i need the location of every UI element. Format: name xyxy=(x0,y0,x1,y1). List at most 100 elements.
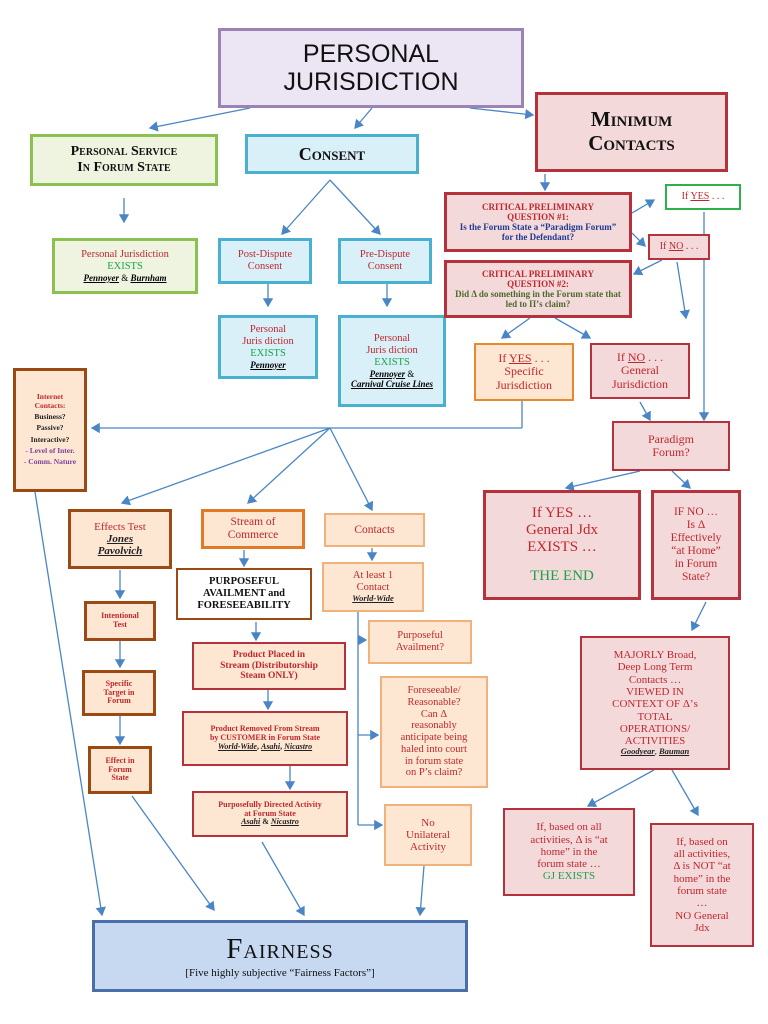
majorly-line8: ACTIVITIES xyxy=(624,735,686,748)
athome-yes-line3: home” in the xyxy=(540,845,598,858)
gj-line4: THE END xyxy=(530,567,594,584)
pj-exists-service-box: Personal Jurisdiction EXISTS Pennoyer & … xyxy=(52,238,198,294)
critical-question-2-box: CRITICAL PRELIMINARY QUESTION #2: Did Δ … xyxy=(444,260,632,318)
internet-line2: Contacts: xyxy=(34,400,66,410)
arrow-title-consent xyxy=(354,107,373,129)
stream-line1: Stream of xyxy=(230,516,276,529)
arrow-branch-effects xyxy=(120,427,331,506)
case-jones: Jones xyxy=(106,532,134,545)
fs-line4: reasonably xyxy=(411,720,457,732)
title-line1: PERSONAL xyxy=(302,40,440,68)
stream-line2: Commerce xyxy=(227,529,279,541)
consent-box: Consent xyxy=(245,134,419,174)
pf-line2: AVAILMENT and xyxy=(203,588,285,600)
internet-level: - Level of Inter. xyxy=(25,446,75,456)
purposeful-foreseeability-box: PURPOSEFUL AVAILMENT and FORESEEABILITY xyxy=(176,568,312,620)
if-yes-small-text: If YES . . . xyxy=(681,191,725,203)
gj-line2: General Jdx xyxy=(525,522,599,539)
intentional-test-box: Intentional Test xyxy=(84,601,156,641)
gj-line3: EXISTS … xyxy=(527,539,597,555)
fairness-title: Fairness xyxy=(226,932,334,965)
arrow-cq2-general xyxy=(554,317,592,339)
arrow-internet-fairness xyxy=(34,491,106,917)
case-carnival: Carnival Cruise Lines xyxy=(350,378,433,389)
pj-post-case: Pennoyer xyxy=(250,359,286,370)
arrow-effect-fairness xyxy=(131,795,215,912)
removed-line1: Product Removed From Stream xyxy=(210,724,320,734)
pj-pre-cases: Pennoyer & xyxy=(370,369,415,379)
athome-no-line8: Jdx xyxy=(694,921,710,934)
intentional-line1: Intentional xyxy=(101,611,139,621)
stream-of-commerce-box: Stream of Commerce xyxy=(201,509,305,549)
target-line3: Forum xyxy=(107,696,131,706)
pre-dispute-line1: Pre-Dispute xyxy=(359,249,411,261)
pj-pre-line1: Personal xyxy=(373,333,411,345)
if-no-at-home-box: IF NO … Is Δ Effectively “at Home” in Fo… xyxy=(651,490,741,600)
pre-dispute-box: Pre-Dispute Consent xyxy=(338,238,432,284)
athome-no-line4: home” in the xyxy=(673,872,731,885)
internet-nature: - Comm. Nature xyxy=(23,457,77,467)
unilateral-line1: No xyxy=(421,816,435,829)
consent-label: Consent xyxy=(298,143,366,164)
fs-line2: Reasonable? xyxy=(407,696,461,708)
fairness-subtitle: [Five highly subjective “Fairness Factor… xyxy=(185,967,375,980)
cq2-line1: CRITICAL PRELIMINARY xyxy=(482,268,594,279)
internet-passive: Passive? xyxy=(36,423,64,433)
pre-dispute-line2: Consent xyxy=(367,261,403,272)
pa-line2: Availment? xyxy=(395,642,445,653)
cq1-line1: CRITICAL PRELIMINARY xyxy=(482,201,594,212)
arrow-consent-post xyxy=(281,179,331,235)
pj-exists-pre-box: Personal Juris diction EXISTS Pennoyer &… xyxy=(338,315,446,407)
if-yes-small-box: If YES . . . xyxy=(665,184,741,210)
placed-line3: Steam ONLY) xyxy=(240,671,298,682)
pj-service-cases: Pennoyer & Burnham xyxy=(83,273,166,283)
paradigm-forum-box: Paradigm Forum? xyxy=(612,421,730,471)
arrow-unilateral-fairness xyxy=(415,865,426,917)
majorly-line6: TOTAL xyxy=(637,710,673,723)
atleast-line1: At least 1 xyxy=(352,570,394,582)
minimum-contacts-line1: Minimum xyxy=(590,107,673,132)
title-box: PERSONAL JURISDICTION xyxy=(218,28,524,108)
arrow-title-minimum xyxy=(469,107,535,120)
arrow-cq1-no xyxy=(631,232,646,247)
target-line1: Specific xyxy=(105,678,133,688)
pj-pre-line2: Juris diction xyxy=(366,345,418,357)
critical-question-1-box: CRITICAL PRELIMINARY QUESTION #1: Is the… xyxy=(444,192,632,252)
home-line4: “at Home” xyxy=(671,545,721,557)
paradigm-line1: Paradigm xyxy=(648,431,694,446)
majorly-broad-box: MAJORLY Broad, Deep Long Term Contacts …… xyxy=(580,636,730,770)
general-line1: If NO . . . xyxy=(616,349,664,364)
fs-line5: anticipate being xyxy=(400,732,468,743)
arrow-paradigm-yes xyxy=(564,470,641,492)
internet-line1: Internet xyxy=(36,392,64,402)
fs-line7: in forum state xyxy=(404,755,464,767)
unilateral-line2: Unilateral xyxy=(406,828,450,841)
specific-line2: Specific xyxy=(504,364,544,379)
directed-line2: at Forum State xyxy=(244,808,296,818)
cq1-line2: QUESTION #1: xyxy=(507,211,569,222)
effect-in-forum-box: Effect in Forum State xyxy=(88,746,152,794)
effects-line1: Effects Test xyxy=(94,520,146,533)
case-world-wide: World-Wide xyxy=(352,592,394,603)
case-pennoyer: Pennoyer xyxy=(83,272,119,283)
purposeful-availment-box: Purposeful Availment? xyxy=(368,620,472,664)
pj-exists-post-box: Personal Juris diction EXISTS Pennoyer xyxy=(218,315,318,379)
cq2-line3: Did Δ do something in the Forum state th… xyxy=(455,289,621,310)
at-home-yes-box: If, based on all activities, Δ is “at ho… xyxy=(503,808,635,896)
home-line1: IF NO … xyxy=(673,506,719,519)
personal-service-box: Personal Service In Forum State xyxy=(30,134,218,186)
arrow-branch-contacts xyxy=(329,427,374,512)
cq2-line2: QUESTION #2: xyxy=(507,278,569,289)
majorly-line2: Deep Long Term xyxy=(617,661,693,674)
no-unilateral-box: No Unilateral Activity xyxy=(384,804,472,866)
athome-no-line3: Δ is NOT “at xyxy=(673,860,731,873)
gj-exists-box: If YES … General Jdx EXISTS … THE END xyxy=(483,490,641,600)
arrow-directed-fairness xyxy=(261,841,305,917)
removed-cases: World-Wide, Asahi, Nicastro xyxy=(217,741,313,751)
majorly-line5: CONTEXT OF Δ’s xyxy=(612,698,698,711)
athome-yes-line4: forum state … xyxy=(537,858,601,871)
athome-no-line7: NO General xyxy=(675,909,729,922)
target-line2: Target in xyxy=(103,687,135,697)
contacts-label: Contacts xyxy=(354,523,395,536)
arrow-general-paradigm xyxy=(639,401,651,422)
